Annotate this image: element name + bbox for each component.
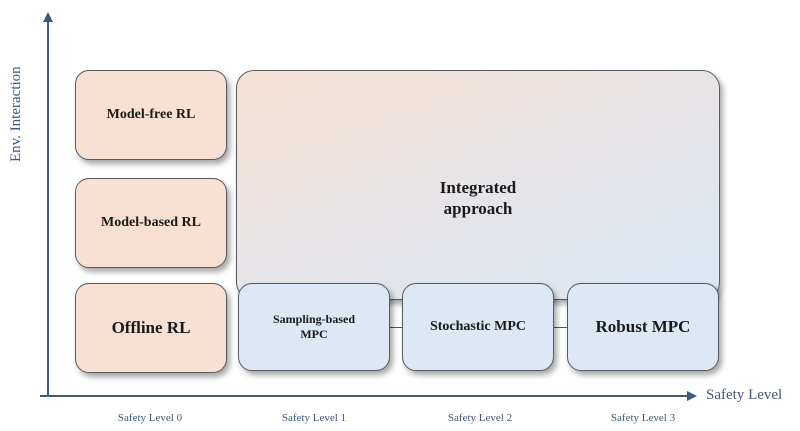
model-free-rl-label: Model-free RL bbox=[106, 107, 196, 123]
model-based-rl-label: Model-based RL bbox=[101, 215, 201, 231]
safety-level-0-label: Safety Level 0 bbox=[117, 412, 183, 424]
robust-mpc-box: Robust MPC bbox=[567, 283, 719, 371]
connector-sampling-stochastic bbox=[390, 327, 404, 328]
model-based-rl-box: Model-based RL bbox=[75, 178, 227, 268]
robust-mpc-label: Robust MPC bbox=[595, 317, 691, 337]
sampling-based-mpc-label: Sampling-based MPC bbox=[272, 312, 356, 341]
sampling-based-mpc-box: Sampling-based MPC bbox=[238, 283, 390, 371]
y-axis-label: Env. Interaction bbox=[8, 66, 24, 162]
x-axis-label: Safety Level bbox=[706, 387, 783, 403]
integrated-approach-label: Integrated approach bbox=[439, 178, 517, 219]
offline-rl-label: Offline RL bbox=[111, 318, 191, 338]
safety-level-3-label: Safety Level 3 bbox=[610, 412, 676, 424]
stochastic-mpc-label: Stochastic MPC bbox=[429, 319, 527, 335]
integrated-approach-box: Integrated approach bbox=[236, 70, 720, 300]
model-free-rl-box: Model-free RL bbox=[75, 70, 227, 160]
safety-level-1-label: Safety Level 1 bbox=[281, 412, 347, 424]
stochastic-mpc-box: Stochastic MPC bbox=[402, 283, 554, 371]
offline-rl-box: Offline RL bbox=[75, 283, 227, 373]
safety-level-2-label: Safety Level 2 bbox=[447, 412, 513, 424]
connector-stochastic-robust bbox=[554, 327, 568, 328]
